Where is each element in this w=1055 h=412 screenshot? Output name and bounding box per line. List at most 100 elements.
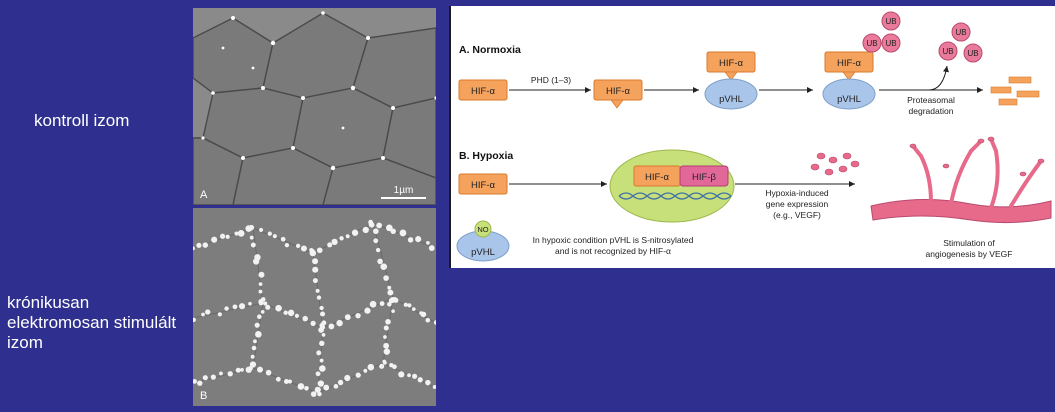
hif-pathway-svg: A. Normoxia HIF-α PHD (1–3) HIF-α HIF-α … [456, 11, 1052, 262]
mitochondrion-dot [210, 374, 216, 380]
mitochondrion-dot [315, 371, 321, 377]
hif-alpha-label-3: HIF-α [719, 58, 743, 69]
mitochondrion-dot [238, 303, 246, 310]
hif-alpha-label-5: HIF-α [471, 180, 495, 191]
pvhl-label-3: pVHL [471, 247, 495, 258]
mitochondrion-dot [250, 354, 255, 359]
ub-label-2: UB [885, 39, 896, 48]
mitochondrion-dot [345, 234, 350, 239]
mitochondrion-dot [315, 288, 320, 293]
mitochondrion-dot [373, 238, 379, 244]
mitochondrion-dot [280, 236, 286, 242]
mitochondrion-dot [425, 379, 431, 386]
mitochondrion-dot [283, 310, 288, 315]
micrograph-stimulated: B [193, 208, 436, 406]
proteasomal-label-1: Proteasomal [907, 95, 955, 105]
mitochondrion-dot [312, 278, 318, 284]
mitochondrion-dot [219, 371, 223, 376]
nitrosylated-line-1: In hypoxic condition pVHL is S-nitrosyla… [533, 235, 694, 245]
label-stimulated-muscle-line1: krónikusan [7, 293, 90, 312]
mitochondrion-dot [387, 301, 392, 307]
label-stimulated-muscle-line2: elektromosan stimulált [7, 313, 177, 332]
pvhl-label-1: pVHL [719, 94, 743, 105]
mitochondrion-dot [254, 322, 260, 328]
ub-label-1: UB [866, 39, 877, 48]
mitochondrion-dot [417, 377, 423, 383]
mitochondrion-dot [319, 358, 324, 363]
mitochondrion-dot [258, 271, 265, 278]
mitochondrion-dot [310, 320, 316, 327]
mitochondrion-dot [379, 301, 385, 306]
mitochondrion-dot [309, 249, 317, 257]
mitochondrion-dot [373, 228, 379, 235]
mitochondrion-dot [369, 300, 377, 308]
mitochondrion-dot [232, 304, 238, 310]
mitochondrion-dot [407, 237, 414, 243]
mitochondrion-dot [248, 301, 252, 306]
angiogenesis-line-1: Stimulation of [943, 238, 995, 248]
mitochondrion-dot [249, 361, 257, 368]
mitochondrion-dot [205, 309, 211, 315]
mitochondrion-dot [257, 366, 263, 373]
mitochondrion-dot [383, 275, 389, 281]
scale-bar-label: 1µm [393, 185, 414, 196]
mitochondrion-dot [390, 228, 396, 235]
mitochondrion-dot [234, 231, 239, 236]
micrograph-b-letter: B [200, 390, 208, 402]
mitochondrion-dot [295, 243, 301, 249]
mitochondrion-dot [300, 245, 307, 252]
mitochondrion-dot [385, 224, 393, 232]
mitochondrion-dot [316, 350, 322, 356]
mitochondrion-dot [196, 242, 202, 248]
mitochondrion-dot [312, 258, 319, 265]
hif-alpha-label-1: HIF-α [471, 86, 495, 97]
mitochondrion-dot [391, 309, 395, 314]
mitochondrion-dot [393, 296, 397, 301]
hydroxyl-tab-3 [724, 71, 738, 81]
hydroxyl-tab-4 [842, 71, 856, 81]
mitochondrion-dot [318, 327, 324, 333]
mitochondrion-dot [399, 229, 407, 237]
degraded-fragments [990, 76, 1040, 106]
mitochondrion-dot [339, 236, 344, 241]
mitochondrion-dot [258, 289, 263, 294]
pvhl-blob-1 [704, 78, 758, 110]
mitochondrion-dot [407, 373, 411, 378]
mitochondrion-dot [383, 342, 390, 349]
mitochondrion-dot [319, 365, 326, 372]
ub-chain-attached [862, 11, 901, 53]
mitochondrion-dot [380, 263, 388, 271]
mitochondrion-dot [258, 227, 264, 232]
mitochondrion-dot [253, 339, 257, 344]
mitochondrion-dot [403, 302, 408, 307]
mitochondrion-dot [407, 303, 412, 308]
hif-alpha-box-1 [458, 79, 508, 101]
phd-label: PHD (1–3) [531, 75, 571, 85]
mitochondrion-dot [355, 313, 361, 319]
dna-helix [618, 192, 732, 200]
mitochondrion-dot [316, 295, 322, 300]
mitochondrion-dot [224, 306, 229, 311]
ub-label-6: UB [967, 49, 978, 58]
mitochondrion-dot [383, 325, 389, 331]
mitochondrion-dot [287, 309, 295, 317]
mitochondrion-dot [433, 320, 436, 325]
no-label: NO [477, 225, 488, 234]
mitochondrion-dot [333, 384, 339, 389]
mitochondrion-dot [275, 376, 281, 382]
mitochondrion-dot [317, 391, 322, 397]
mitochondrion-dot [294, 313, 300, 318]
mitochondrion-dot [263, 301, 268, 306]
mitochondrion-dot [328, 323, 335, 330]
micrograph-a-letter: A [200, 189, 208, 201]
micrograph-a-image [193, 8, 436, 205]
mitochondrion-dot [319, 322, 325, 329]
mitochondrion-dot [252, 258, 260, 265]
mitochondrion-dot [211, 236, 218, 243]
label-control-muscle: kontroll izom [34, 111, 130, 130]
mitochondrion-dot [383, 335, 387, 339]
mitochondrion-dot [287, 379, 292, 384]
hif-alpha-box-5 [458, 173, 508, 195]
mitochondrion-dot [379, 363, 385, 369]
mitochondrion-dot [265, 304, 271, 310]
